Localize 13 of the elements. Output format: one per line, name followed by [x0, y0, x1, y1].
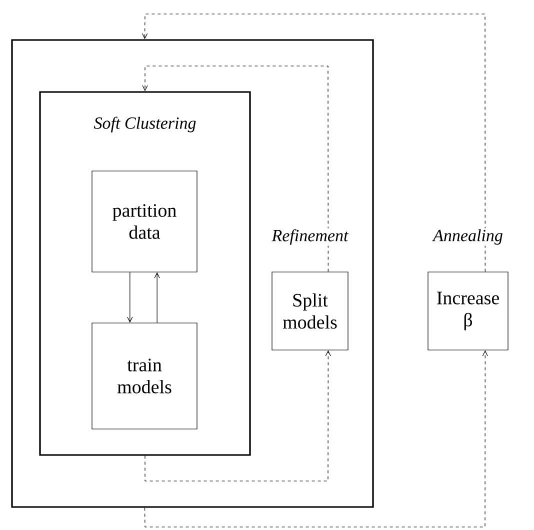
arrow — [144, 350, 331, 482]
arrow — [142, 14, 486, 272]
loop-box — [11, 39, 374, 508]
arrow — [142, 66, 328, 272]
process-box: train models — [92, 322, 198, 430]
stage-label: Refinement — [270, 228, 350, 246]
arrow — [144, 350, 488, 528]
arrow — [127, 272, 133, 323]
process-box: Split models — [272, 272, 348, 350]
process-box: Increase β — [428, 272, 508, 350]
arrow — [154, 272, 160, 323]
stage-label: Annealing — [432, 228, 504, 246]
process-box: partition data — [92, 170, 198, 272]
